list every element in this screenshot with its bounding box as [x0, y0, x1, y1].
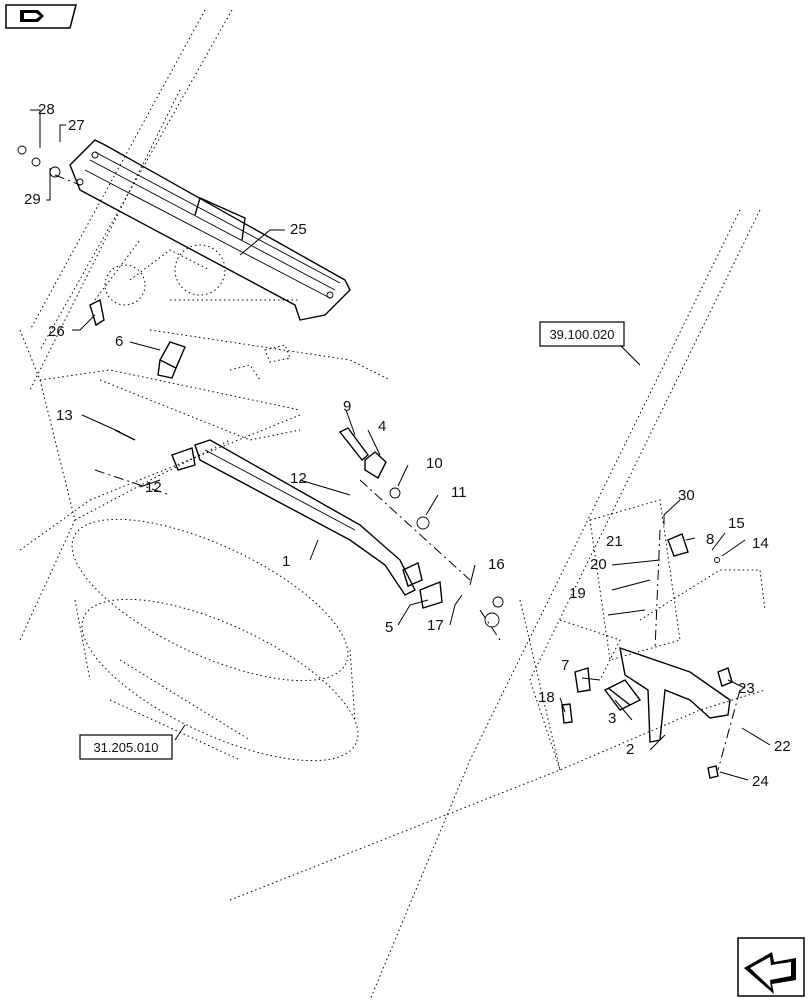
- callout-20: 20: [590, 556, 607, 573]
- callout-numbers: 28 27 29 25 26 6 13 12 12 1 9 4 10 11 5 …: [24, 101, 791, 790]
- reference-box-bottom[interactable]: 31.205.010: [79, 734, 173, 760]
- reference-label-top: 39.100.020: [549, 327, 614, 342]
- reference-label-bottom: 31.205.010: [93, 740, 158, 755]
- callout-12-left: 12: [145, 479, 162, 496]
- lever-assembly: [479, 529, 741, 779]
- callout-29: 29: [24, 191, 41, 208]
- callout-10: 10: [426, 455, 443, 472]
- callout-16: 16: [488, 556, 505, 573]
- callout-17: 17: [427, 617, 444, 634]
- reference-box-top[interactable]: 39.100.020: [539, 321, 625, 347]
- callout-24: 24: [752, 773, 769, 790]
- bracket-bar: [69, 139, 351, 321]
- callout-8: 8: [706, 531, 714, 548]
- callout-12-center: 12: [290, 470, 307, 487]
- callout-23: 23: [738, 680, 755, 697]
- callout-5: 5: [385, 619, 393, 636]
- callout-22: 22: [774, 738, 791, 755]
- frame-outline: [19, 9, 766, 1000]
- callout-14: 14: [752, 535, 769, 552]
- next-page-icon[interactable]: [737, 937, 805, 997]
- callout-4: 4: [378, 418, 386, 435]
- callout-27: 27: [68, 117, 85, 134]
- callout-21: 21: [606, 533, 623, 550]
- callout-26: 26: [48, 323, 65, 340]
- callout-3: 3: [608, 710, 616, 727]
- callout-15: 15: [728, 515, 745, 532]
- bracket-hardware: [17, 145, 105, 327]
- leader-lines: [30, 109, 771, 781]
- spacer-block: [157, 341, 186, 379]
- callout-7: 7: [561, 657, 569, 674]
- callout-11: 11: [451, 484, 467, 501]
- callout-13: 13: [56, 407, 73, 424]
- rotor-drum: [71, 518, 359, 762]
- callout-28: 28: [38, 101, 55, 118]
- strap: [194, 439, 416, 596]
- callout-1: 1: [282, 553, 290, 570]
- callout-6: 6: [115, 333, 123, 350]
- callout-2: 2: [626, 741, 634, 758]
- callout-18: 18: [538, 689, 555, 706]
- previous-page-icon[interactable]: [5, 4, 77, 29]
- pin-assembly: [338, 427, 471, 581]
- callout-9: 9: [343, 398, 351, 415]
- callout-25: 25: [290, 221, 307, 238]
- callout-30: 30: [678, 487, 695, 504]
- callout-19: 19: [569, 585, 586, 602]
